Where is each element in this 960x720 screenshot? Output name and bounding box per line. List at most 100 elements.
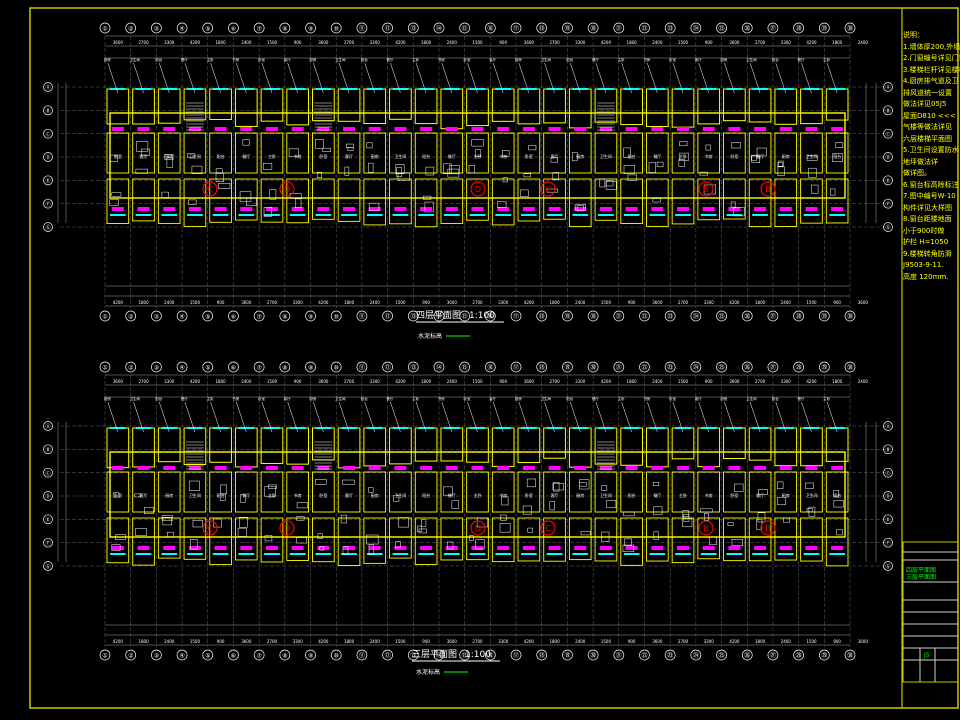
dim-text: 1800 — [344, 639, 355, 644]
leader-line — [313, 62, 324, 94]
axis-bubble — [883, 82, 893, 92]
dim-text: 4200 — [729, 639, 740, 644]
dim-text: 1500 — [472, 40, 483, 45]
axis-label: ㉒ — [641, 25, 647, 33]
axis-label: Ⓒ — [45, 470, 50, 477]
axis-label: ㉕ — [719, 364, 725, 372]
door-tag — [291, 466, 304, 470]
axis-bubble — [793, 649, 804, 661]
axis-label: Ⓓ — [45, 154, 50, 161]
furniture — [239, 191, 252, 202]
furniture — [652, 481, 660, 486]
furniture — [835, 142, 844, 148]
dim-text: 2400 — [858, 40, 869, 45]
furniture — [451, 500, 459, 509]
furniture — [705, 144, 711, 151]
furniture — [623, 147, 631, 158]
room-wall — [389, 517, 412, 559]
room-wall — [106, 132, 130, 174]
axis-label: ㉔ — [693, 364, 699, 372]
titleblock-name-2: 三层平面图 — [906, 574, 936, 581]
note-line: 3.楼梯栏杆详见楼梯 — [903, 65, 960, 74]
axis-label: ㉖ — [744, 652, 750, 660]
axis-label: ㉗ — [770, 313, 776, 321]
room-label: 阳台 — [217, 492, 225, 498]
room-wall — [671, 88, 695, 128]
door-tag — [702, 466, 715, 470]
room-wall — [363, 471, 387, 513]
room-wall — [620, 427, 643, 466]
axis-bubble — [433, 361, 445, 373]
dim-text: 3600 — [113, 379, 124, 384]
axis-label: ④ — [179, 26, 184, 33]
door-tag — [471, 546, 484, 550]
door-tag — [291, 127, 304, 131]
note-line: 做详图。 — [903, 169, 931, 177]
axis-label: ⑬ — [410, 313, 416, 321]
leader-line — [415, 401, 427, 433]
axis-label: ⑫ — [385, 313, 391, 321]
door-tag — [548, 466, 561, 470]
axis-label: ⑨ — [308, 653, 313, 660]
dim-text: 3300 — [370, 40, 381, 45]
note-line: 做法详见05J5 — [903, 100, 947, 108]
axis-bubble — [99, 22, 111, 34]
room-wall — [517, 471, 541, 513]
axis-bubble — [382, 310, 393, 322]
furniture — [653, 531, 659, 540]
annotation: 卫生间 — [130, 57, 141, 62]
room-wall — [363, 178, 387, 226]
door-tag — [599, 207, 612, 211]
axis-label: Ⓖ — [885, 224, 890, 231]
room-wall — [132, 427, 155, 468]
furniture — [393, 494, 400, 502]
furniture — [546, 188, 559, 193]
room-wall — [286, 517, 309, 561]
room-label: 客厅 — [345, 492, 353, 498]
room-wall — [594, 471, 618, 513]
room-wall — [337, 427, 361, 469]
dim-text: 2700 — [678, 300, 689, 305]
furniture — [296, 537, 307, 544]
axis-bubble — [305, 361, 316, 373]
dim-text: 1800 — [755, 639, 766, 644]
room-wall — [723, 178, 746, 220]
dim-text: 3300 — [370, 379, 381, 384]
furniture — [418, 528, 427, 534]
axis-bubble — [883, 421, 893, 431]
axis-bubble — [767, 361, 779, 373]
room-label: 阳台 — [628, 153, 636, 159]
furniture — [648, 162, 657, 173]
room-wall — [260, 178, 284, 223]
dim-text: 1500 — [267, 40, 278, 45]
door-tag — [420, 466, 433, 470]
axis-bubble — [639, 649, 650, 661]
axis-label: ⑳ — [590, 652, 596, 660]
annotation: 客厅 — [489, 57, 496, 62]
room-wall — [748, 88, 772, 123]
dim-text: 900 — [499, 40, 507, 45]
axis-label: ⑫ — [385, 652, 391, 660]
room-wall — [697, 178, 721, 221]
door-tag — [368, 127, 381, 131]
axis-bubble — [151, 310, 162, 322]
note-line: 4.厨房排气道及卫 — [903, 77, 959, 85]
leader-line — [364, 62, 375, 94]
door-tag — [702, 207, 715, 211]
door-tag — [291, 546, 304, 550]
furniture — [443, 486, 453, 496]
axis-label: ㉗ — [770, 652, 776, 660]
leader-line — [801, 401, 812, 433]
room-wall — [646, 517, 669, 562]
annotation: 厨房 — [309, 57, 317, 62]
titleblock-sheet: J5 — [923, 652, 930, 659]
annotation: 主卧 — [412, 57, 419, 62]
axis-label: ⑧ — [282, 653, 287, 660]
room-wall — [800, 517, 823, 562]
room-wall — [260, 88, 284, 122]
dim-text: 3600 — [652, 639, 663, 644]
furniture — [218, 183, 231, 189]
axis-bubble — [639, 310, 650, 322]
unit-tag — [279, 520, 295, 536]
